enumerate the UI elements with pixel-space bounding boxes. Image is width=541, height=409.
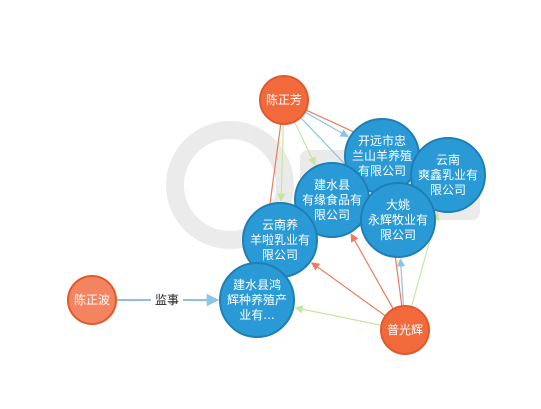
node-label-line: 限公司 <box>380 228 416 242</box>
node-circle[interactable] <box>219 262 295 338</box>
node-label-line: 陈正波 <box>74 292 110 307</box>
edge-pu-guanghui-to-dayao-yonghui <box>396 258 406 307</box>
person-node-chen-zhengbo[interactable]: 陈正波 <box>67 275 117 325</box>
node-circle[interactable] <box>380 305 430 355</box>
node-label-line: 大姚 <box>386 198 410 212</box>
node-label-line: 限公司 <box>262 248 298 262</box>
edge-labels-layer: 监事 <box>151 291 183 307</box>
company-node-jianshui-honghui[interactable]: 建水县鸿辉种养殖产业有... <box>219 262 295 338</box>
node-label-line: 限公司 <box>314 208 350 222</box>
person-node-pu-guanghui[interactable]: 普光辉 <box>380 305 430 355</box>
node-label-line: 有限公司 <box>358 164 406 178</box>
node-label-line: 永辉牧业有 <box>368 213 428 227</box>
node-circle[interactable] <box>360 182 436 258</box>
nodes-layer: 陈正芳陈正波普光辉开远市忠兰山羊养殖有限公司云南爽鑫乳业有限公司建水县有缘食品有… <box>67 75 486 355</box>
node-circle[interactable] <box>259 75 309 125</box>
node-circle[interactable] <box>67 275 117 325</box>
node-label-line: 业有... <box>239 308 274 322</box>
edge-pu-guanghui-to-jianshui-honghui <box>294 305 382 326</box>
node-label-line: 云南养 <box>262 217 298 232</box>
node-label-line: 爽鑫乳业有 <box>418 167 478 182</box>
node-label-line: 开远市忠 <box>358 133 406 148</box>
node-label-line: 云南 <box>436 152 460 167</box>
edge-label-background <box>151 291 183 307</box>
edge-label: 监事 <box>155 293 179 307</box>
person-node-chen-zhengfang[interactable]: 陈正芳 <box>259 75 309 125</box>
edge-pu-guanghui-to-jianshui-youyuan <box>350 233 394 310</box>
node-label-line: 建水县鸿 <box>233 278 281 292</box>
node-label-line: 兰山羊养殖 <box>352 148 412 163</box>
node-label-line: 有缘食品有 <box>302 192 362 207</box>
node-label-line: 羊啦乳业有 <box>250 232 310 247</box>
node-label-line: 辉种养殖产 <box>227 292 287 307</box>
edge-chen-zhengfang-to-yunnan-yangla <box>277 123 286 202</box>
node-label-line: 限公司 <box>430 183 466 197</box>
node-label-line: 陈正芳 <box>266 92 302 107</box>
edge-chen-zhengfang-to-kaiyuan-zhonglanshan <box>304 111 349 138</box>
node-label-line: 普光辉 <box>387 323 423 337</box>
node-circle[interactable] <box>410 137 486 213</box>
edge-pu-guanghui-to-yunnan-yangla <box>310 262 386 317</box>
edge-chen-zhengfang-to-jianshui-youyuan <box>293 121 316 166</box>
node-label-line: 建水县 <box>314 178 350 192</box>
